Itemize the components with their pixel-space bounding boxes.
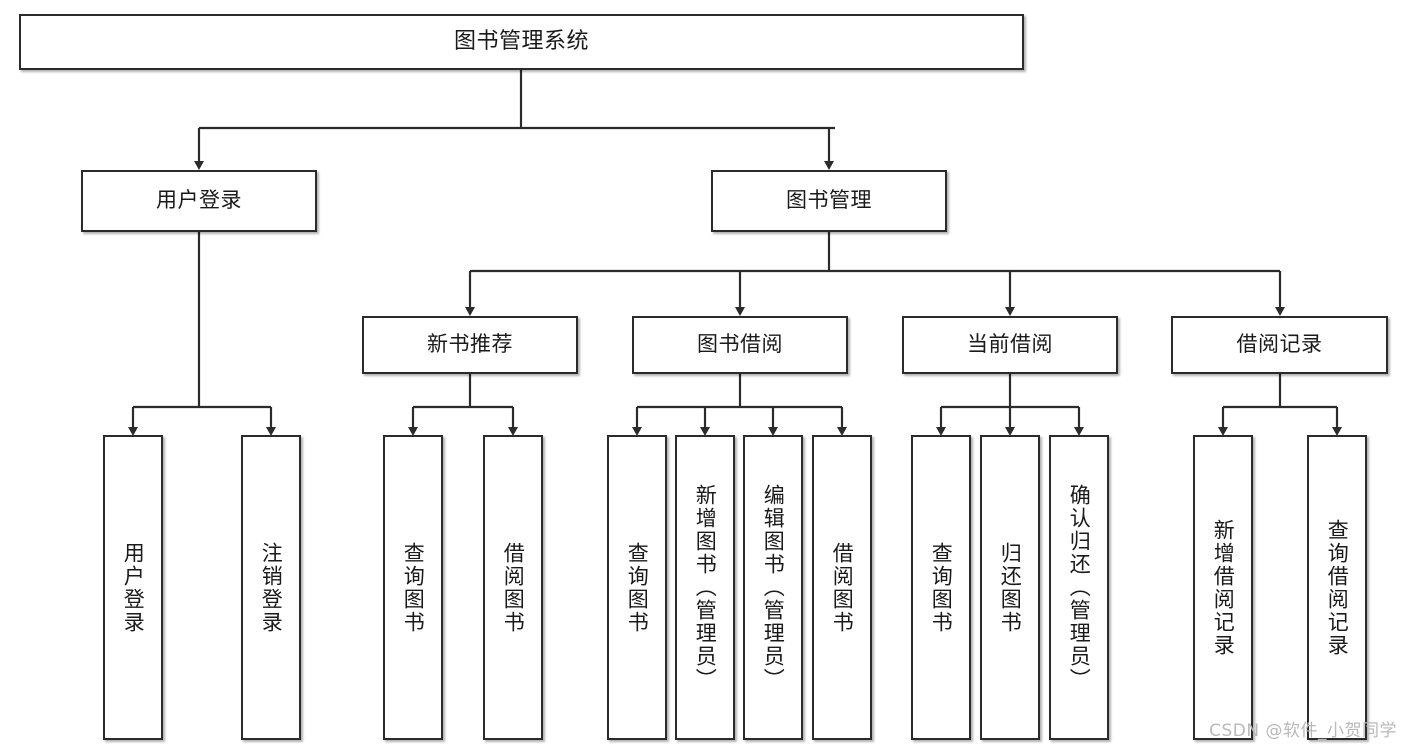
leaf-return-book-label: 归还图书: [998, 541, 1023, 634]
leaf-confirm-return-admin-label: 确认归还（管理员）: [1067, 484, 1092, 691]
leaf-query-book-borrow[interactable]: 查询图书: [607, 435, 667, 740]
node-borrow-records-label: 借阅记录: [1236, 332, 1323, 357]
node-book-management[interactable]: 图书管理: [711, 170, 947, 232]
leaf-add-book-admin-label: 新增图书（管理员）: [693, 484, 718, 691]
leaf-borrow-book[interactable]: 借阅图书: [812, 435, 872, 740]
node-root-label: 图书管理系统: [453, 28, 589, 54]
leaf-query-book-recommend[interactable]: 查询图书: [383, 435, 443, 740]
node-root[interactable]: 图书管理系统: [19, 14, 1024, 70]
leaf-add-borrow-record-label: 新增借阅记录: [1211, 518, 1236, 657]
node-user-login-label: 用户登录: [156, 188, 242, 213]
node-current-borrow-label: 当前借阅: [967, 332, 1053, 357]
leaf-query-borrow-record[interactable]: 查询借阅记录: [1307, 435, 1367, 740]
leaf-add-borrow-record[interactable]: 新增借阅记录: [1193, 435, 1253, 740]
leaf-edit-book-admin[interactable]: 编辑图书（管理员）: [743, 435, 803, 740]
leaf-query-book-recommend-label: 查询图书: [401, 541, 426, 634]
leaf-logout[interactable]: 注销登录: [241, 435, 301, 740]
leaf-borrow-book-recommend-label: 借阅图书: [501, 541, 526, 634]
leaf-borrow-book-label: 借阅图书: [830, 541, 855, 634]
node-new-book-recommend-label: 新书推荐: [427, 332, 513, 357]
node-book-borrow[interactable]: 图书借阅: [632, 316, 848, 374]
leaf-query-book-current[interactable]: 查询图书: [911, 435, 971, 740]
node-new-book-recommend[interactable]: 新书推荐: [362, 316, 578, 374]
leaf-query-book-borrow-label: 查询图书: [625, 541, 650, 634]
leaf-user-login-label: 用户登录: [121, 541, 146, 634]
node-current-borrow[interactable]: 当前借阅: [902, 316, 1118, 374]
leaf-query-borrow-record-label: 查询借阅记录: [1325, 518, 1350, 657]
leaf-borrow-book-recommend[interactable]: 借阅图书: [483, 435, 543, 740]
leaf-user-login[interactable]: 用户登录: [103, 435, 163, 740]
leaf-logout-label: 注销登录: [259, 541, 284, 634]
leaf-query-book-current-label: 查询图书: [929, 541, 954, 634]
node-book-borrow-label: 图书借阅: [697, 332, 783, 357]
leaf-return-book[interactable]: 归还图书: [980, 435, 1040, 740]
node-borrow-records[interactable]: 借阅记录: [1171, 316, 1388, 374]
leaf-confirm-return-admin[interactable]: 确认归还（管理员）: [1049, 435, 1109, 740]
csdn-watermark: CSDN @软件_小贺同学: [1209, 721, 1397, 741]
node-user-login[interactable]: 用户登录: [81, 170, 317, 232]
node-book-management-label: 图书管理: [786, 188, 872, 213]
leaf-edit-book-admin-label: 编辑图书（管理员）: [761, 484, 786, 691]
leaf-add-book-admin[interactable]: 新增图书（管理员）: [675, 435, 735, 740]
